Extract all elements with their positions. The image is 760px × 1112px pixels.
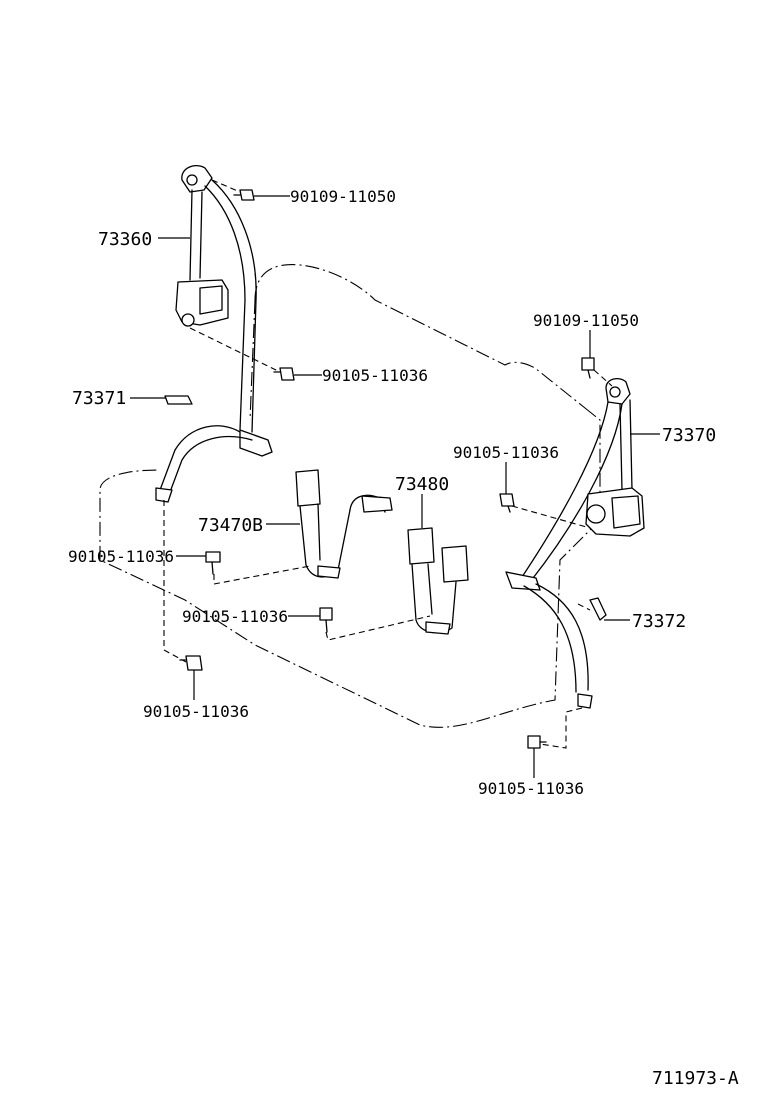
label-73372: 73372 — [632, 611, 686, 632]
bolt-icon-retractor-left — [273, 367, 295, 381]
cover-73371 — [164, 395, 193, 405]
bolt-icon-lower-left — [179, 655, 203, 671]
bolt-icon-retractor-right — [499, 493, 515, 513]
label-bolt-lower-left: 90105-11036 — [143, 702, 249, 721]
dash-cover-right — [577, 603, 591, 611]
seat-outline-inner — [249, 299, 256, 421]
label-73360: 73360 — [98, 229, 152, 250]
belt-assembly-73360 — [155, 165, 273, 503]
dash-buckle-right — [325, 615, 431, 641]
diagram-id: 711973-A — [652, 1068, 739, 1089]
label-73371: 73371 — [72, 388, 126, 409]
seat-outline — [99, 264, 601, 728]
label-bolt-lower-right: 90105-11036 — [478, 779, 584, 798]
dash-lower-right — [539, 707, 583, 749]
buckle-73480 — [407, 527, 469, 635]
bolt-icon-top-right — [581, 357, 595, 379]
label-bolt-retractor-right: 90105-11036 — [453, 443, 559, 462]
label-bolt-top-right: 90109-11050 — [533, 311, 639, 330]
bolt-icon-buckle-right — [319, 607, 333, 633]
dash-anchor-left — [213, 565, 311, 585]
label-bolt-top-left: 90109-11050 — [290, 187, 396, 206]
dash-retractor-left — [189, 327, 281, 373]
dash-top-right — [593, 369, 613, 387]
dash-retractor-right — [511, 505, 591, 529]
bolt-icon-anchor-left — [205, 551, 221, 575]
dash-top-left — [211, 179, 241, 193]
label-bolt-buckle-right: 90105-11036 — [182, 607, 288, 626]
buckle-73470B — [295, 469, 393, 579]
label-73370: 73370 — [662, 425, 716, 446]
label-73470B: 73470B — [198, 515, 263, 536]
bolt-icon-lower-right — [527, 735, 547, 749]
dash-lower-left — [163, 500, 187, 663]
belt-assembly-73370 — [505, 377, 645, 709]
bolt-icon-top-left — [233, 189, 255, 201]
label-bolt-retractor-left: 90105-11036 — [322, 366, 428, 385]
label-bolt-anchor-left: 90105-11036 — [68, 547, 174, 566]
label-73480: 73480 — [395, 474, 449, 495]
